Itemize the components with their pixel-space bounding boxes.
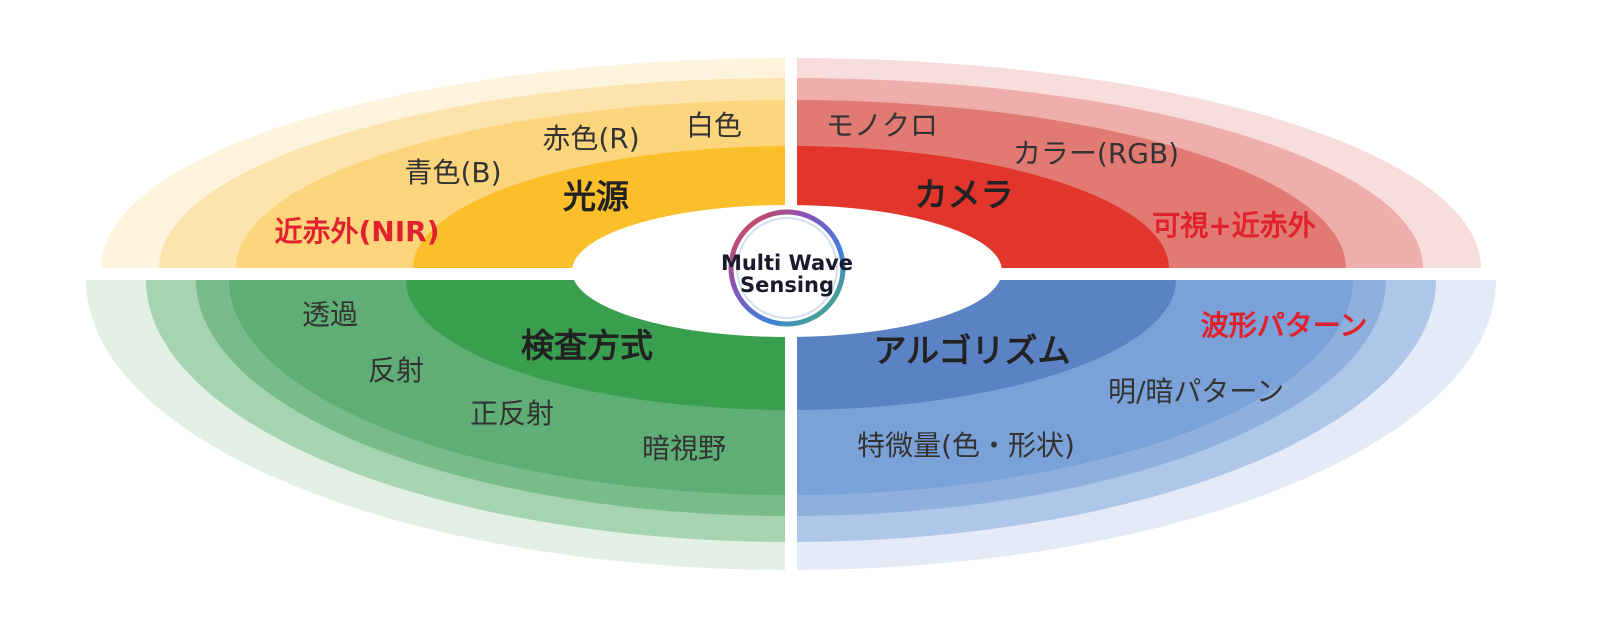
logo-ring-icon bbox=[728, 209, 846, 327]
title-light-source: 光源 bbox=[563, 177, 629, 216]
camera-item-vis-nir: 可視+近赤外 bbox=[1152, 209, 1315, 242]
center-ellipse bbox=[572, 205, 1002, 337]
algorithm-item-light-dark: 明/暗パターン bbox=[1108, 375, 1284, 408]
algorithm-item-features: 特微量(色・形状) bbox=[857, 429, 1075, 462]
inspection-item-specular: 正反射 bbox=[470, 397, 554, 430]
light-item-nir: 近赤外(NIR) bbox=[274, 215, 439, 248]
logo-text-line2: Sensing bbox=[740, 273, 834, 297]
inspection-item-transmission: 透過 bbox=[302, 298, 358, 331]
title-camera: カメラ bbox=[915, 175, 1014, 214]
light-item-blue: 青色(B) bbox=[404, 156, 501, 189]
quadrant-inspection-method bbox=[86, 280, 785, 570]
logo-text-line1: Multi Wave bbox=[721, 251, 853, 275]
light-item-white: 白色 bbox=[686, 109, 742, 142]
camera-item-mono: モノクロ bbox=[826, 109, 938, 142]
title-algorithm: アルゴリズム bbox=[873, 331, 1070, 370]
light-item-red: 赤色(R) bbox=[542, 122, 639, 155]
title-inspection-method: 検査方式 bbox=[521, 326, 653, 365]
inspection-item-reflection: 反射 bbox=[368, 354, 424, 387]
multi-wave-sensing-logo: Multi Wave Sensing bbox=[721, 209, 853, 327]
inspection-item-darkfield: 暗視野 bbox=[642, 432, 726, 465]
algorithm-item-waveform: 波形パターン bbox=[1201, 309, 1368, 342]
camera-item-rgb: カラー(RGB) bbox=[1013, 137, 1179, 170]
